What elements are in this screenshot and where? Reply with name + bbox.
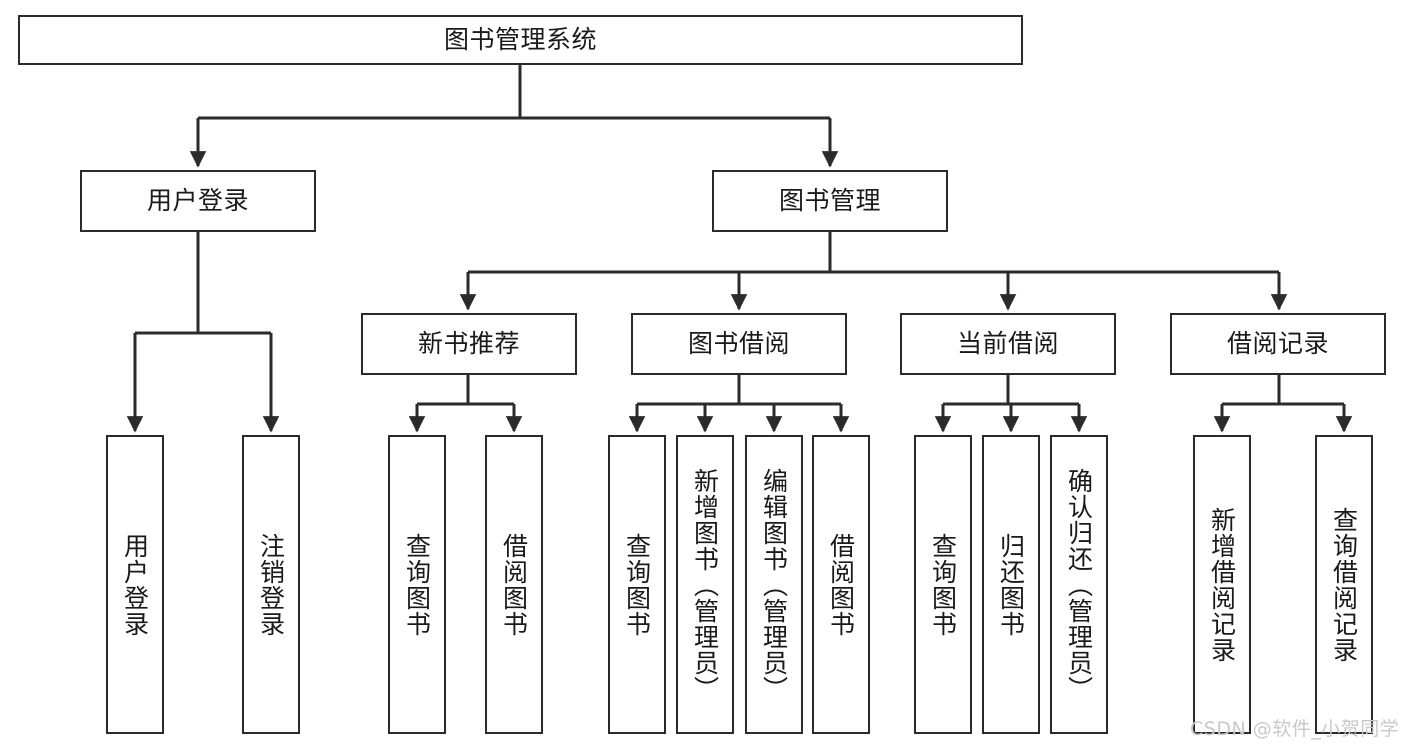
node-leaf-new-book-query[interactable]: 查询图书 bbox=[388, 435, 446, 734]
node-label: 编辑图书（管理员） bbox=[759, 467, 789, 702]
node-label: 当前借阅 bbox=[956, 328, 1059, 358]
node-new-book-recommend[interactable]: 新书推荐 bbox=[361, 313, 577, 375]
node-book-borrow[interactable]: 图书借阅 bbox=[631, 313, 847, 375]
node-leaf-current-borrow-query[interactable]: 查询图书 bbox=[914, 435, 972, 734]
node-leaf-borrow-record-query[interactable]: 查询借阅记录 bbox=[1315, 435, 1373, 734]
node-label: 新书推荐 bbox=[417, 328, 520, 358]
node-label: 新增图书（管理员） bbox=[690, 467, 720, 702]
node-root-book-management-system[interactable]: 图书管理系统 bbox=[18, 15, 1023, 65]
node-label: 借阅图书 bbox=[499, 532, 529, 637]
node-label: 注销登录 bbox=[256, 532, 286, 637]
node-label: 查询图书 bbox=[622, 532, 652, 637]
node-leaf-book-borrow-borrow[interactable]: 借阅图书 bbox=[812, 435, 870, 734]
node-leaf-book-borrow-query[interactable]: 查询图书 bbox=[608, 435, 666, 734]
node-label: 用户登录 bbox=[120, 532, 150, 637]
node-leaf-new-book-borrow[interactable]: 借阅图书 bbox=[485, 435, 543, 734]
node-borrow-record[interactable]: 借阅记录 bbox=[1170, 313, 1386, 375]
node-label: 查询图书 bbox=[402, 532, 432, 637]
node-user-login[interactable]: 用户登录 bbox=[80, 170, 316, 232]
node-label: 图书管理 bbox=[778, 185, 881, 215]
node-label: 图书借阅 bbox=[687, 328, 790, 358]
node-label: 图书管理系统 bbox=[443, 24, 597, 54]
node-label: 确认归还（管理员） bbox=[1064, 467, 1094, 702]
node-leaf-user-login-signout[interactable]: 注销登录 bbox=[242, 435, 300, 734]
node-label: 借阅记录 bbox=[1226, 328, 1329, 358]
node-leaf-book-borrow-add[interactable]: 新增图书（管理员） bbox=[676, 435, 734, 734]
node-leaf-user-login-signin[interactable]: 用户登录 bbox=[106, 435, 164, 734]
node-leaf-current-borrow-confirm-return[interactable]: 确认归还（管理员） bbox=[1050, 435, 1108, 734]
node-label: 借阅图书 bbox=[826, 532, 856, 637]
node-current-borrow[interactable]: 当前借阅 bbox=[900, 313, 1116, 375]
node-label: 查询借阅记录 bbox=[1329, 506, 1359, 663]
node-label: 归还图书 bbox=[996, 532, 1026, 637]
node-leaf-borrow-record-add[interactable]: 新增借阅记录 bbox=[1193, 435, 1251, 734]
node-label: 用户登录 bbox=[146, 185, 249, 215]
node-leaf-current-borrow-return[interactable]: 归还图书 bbox=[982, 435, 1040, 734]
csdn-watermark: CSDN @软件_小贺同学 bbox=[1190, 718, 1400, 740]
node-label: 新增借阅记录 bbox=[1207, 506, 1237, 663]
node-label: 查询图书 bbox=[928, 532, 958, 637]
node-book-management[interactable]: 图书管理 bbox=[712, 170, 948, 232]
node-leaf-book-borrow-edit[interactable]: 编辑图书（管理员） bbox=[745, 435, 803, 734]
